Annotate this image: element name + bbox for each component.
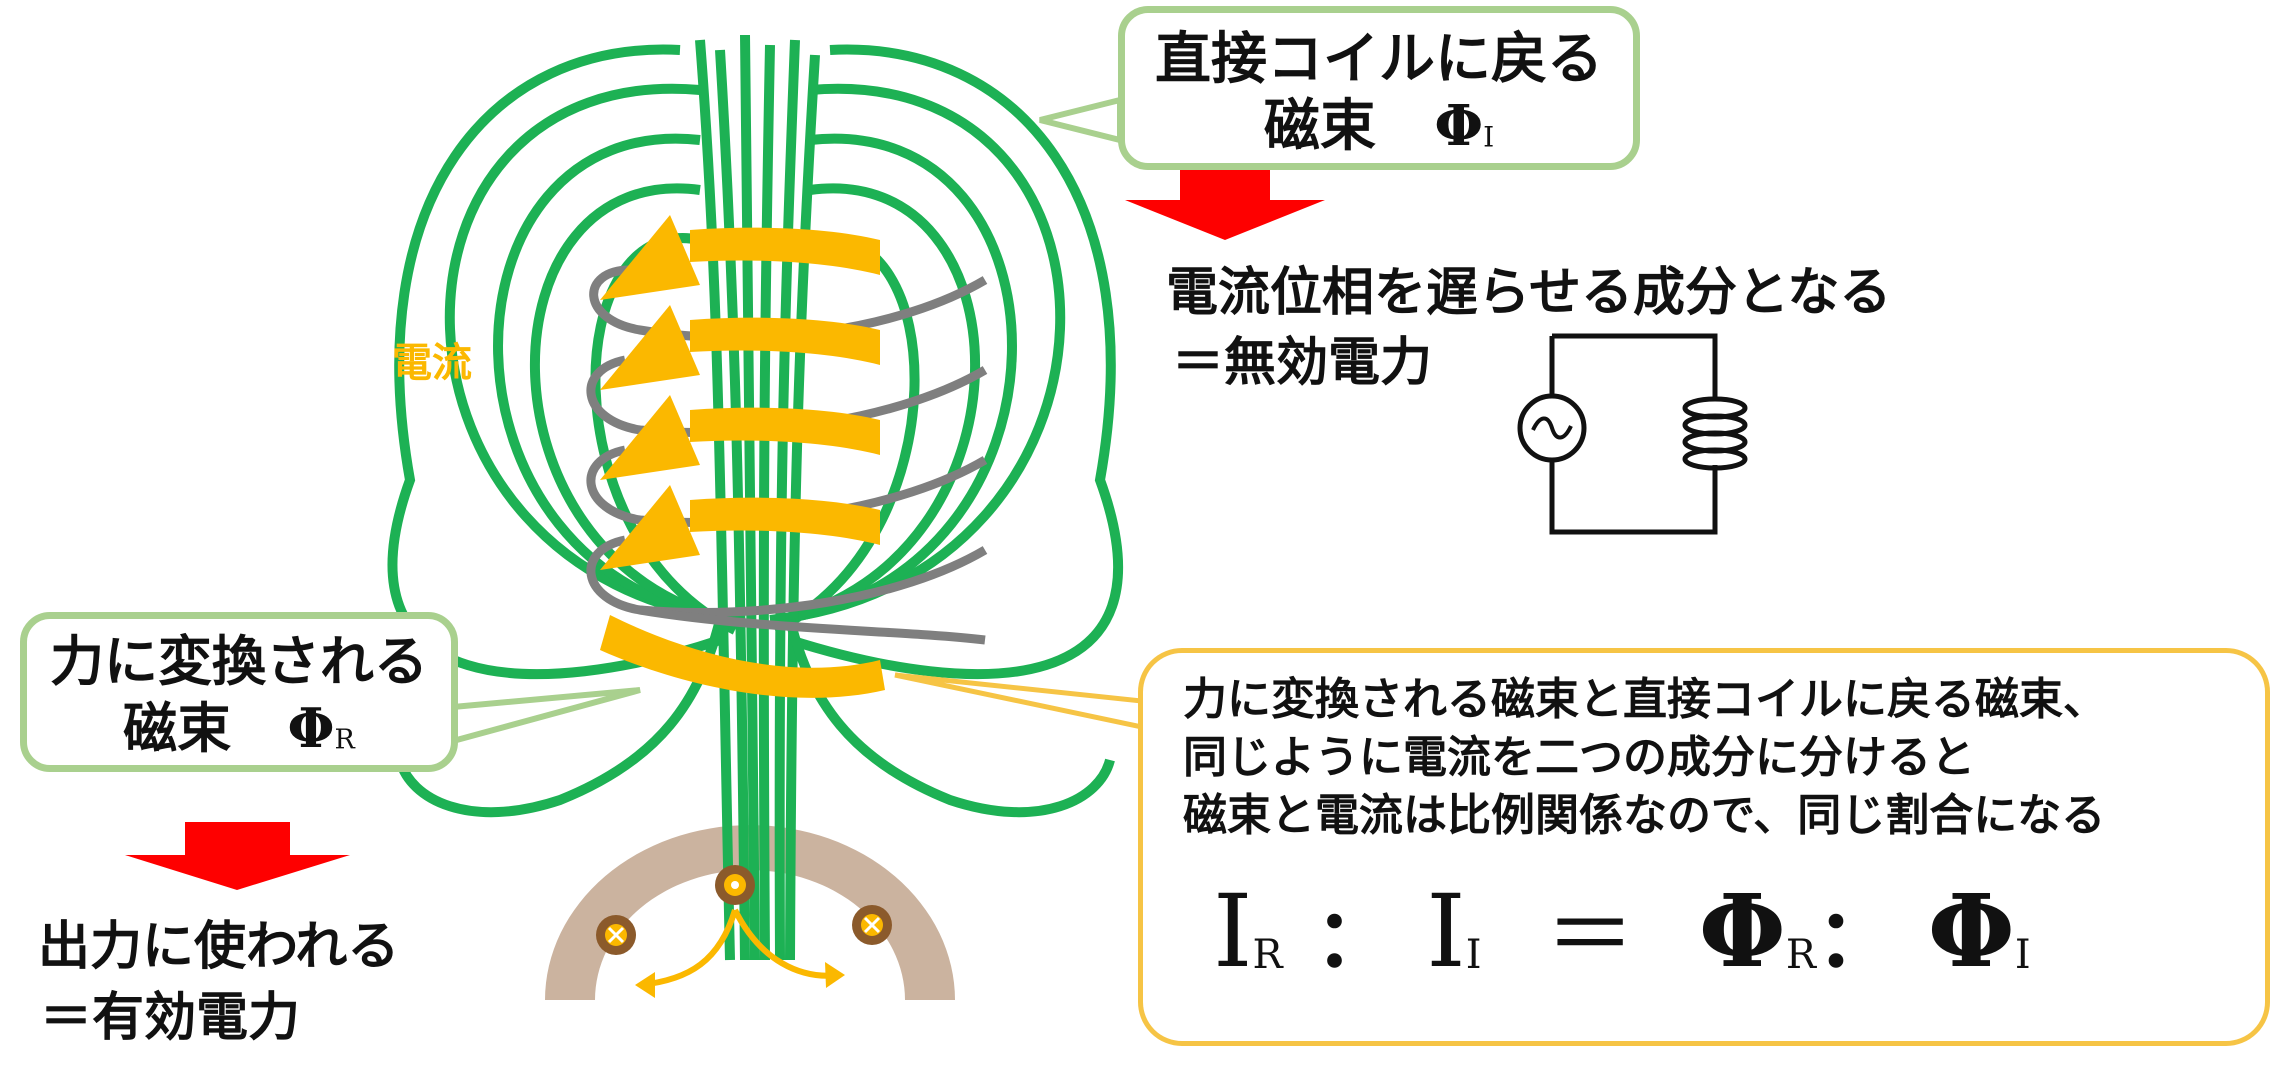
current-arrow-1 [600, 215, 880, 300]
callout-line1: 直接コイルに戻る [1155, 27, 1603, 92]
current-arrow-3 [600, 395, 880, 480]
explain-line3: 磁束と電流は比例関係なので、同じ割合になる [1183, 790, 2106, 841]
formula-phi-R: Φ [1698, 872, 1786, 990]
ac-inductor-circuit [1517, 333, 1748, 535]
formula-I-R: I [1213, 873, 1253, 990]
current-label: 電流 [392, 340, 472, 386]
direct-return-flux-callout: 直接コイルに戻る 磁束 ΦI [1118, 6, 1640, 170]
formula-phi-I: Φ [1927, 872, 2015, 990]
rotor-arc [545, 825, 955, 1000]
conductors [596, 865, 892, 955]
formula-colon-2: ： [1815, 892, 1896, 985]
flux-lines [387, 34, 1124, 961]
current-arrow-bottom [600, 615, 885, 698]
current-arrow-2 [600, 305, 880, 390]
top-box-tail [1039, 96, 1123, 144]
active-line2: ＝有効電力 [40, 988, 301, 1048]
reactive-line1: 電流位相を遅らせる成分となる [1166, 263, 1892, 323]
force-flux-callout: 力に変換される 磁束 ΦR [20, 612, 458, 772]
callout-line2: 磁束 ΦI [1263, 93, 1495, 159]
explanation-box: 力に変換される磁束と直接コイルに戻る磁束、 同じように電流を二つの成分に分けると… [1138, 648, 2270, 1046]
ratio-formula: IR ： II ＝ ΦR： ΦI [1213, 872, 2031, 990]
callout-left-line2: 磁束 ΦR [123, 696, 355, 760]
down-arrow-reactive [1125, 170, 1325, 240]
active-line1: 出力に使われる [38, 917, 400, 977]
explain-line2: 同じように電流を二つの成分に分けると [1183, 732, 1975, 783]
current-arrows [600, 215, 885, 698]
down-arrow-active [125, 822, 350, 890]
explain-line1: 力に変換される磁束と直接コイルに戻る磁束、 [1183, 674, 2107, 725]
formula-I-I: I [1426, 873, 1466, 990]
formula-colon-1: ： [1314, 892, 1395, 985]
current-arrow-4 [600, 485, 880, 570]
formula-equals: ＝ [1545, 883, 1636, 988]
reactive-line2: ＝無効電力 [1172, 333, 1433, 393]
callout-left-line1: 力に変換される [50, 630, 428, 693]
